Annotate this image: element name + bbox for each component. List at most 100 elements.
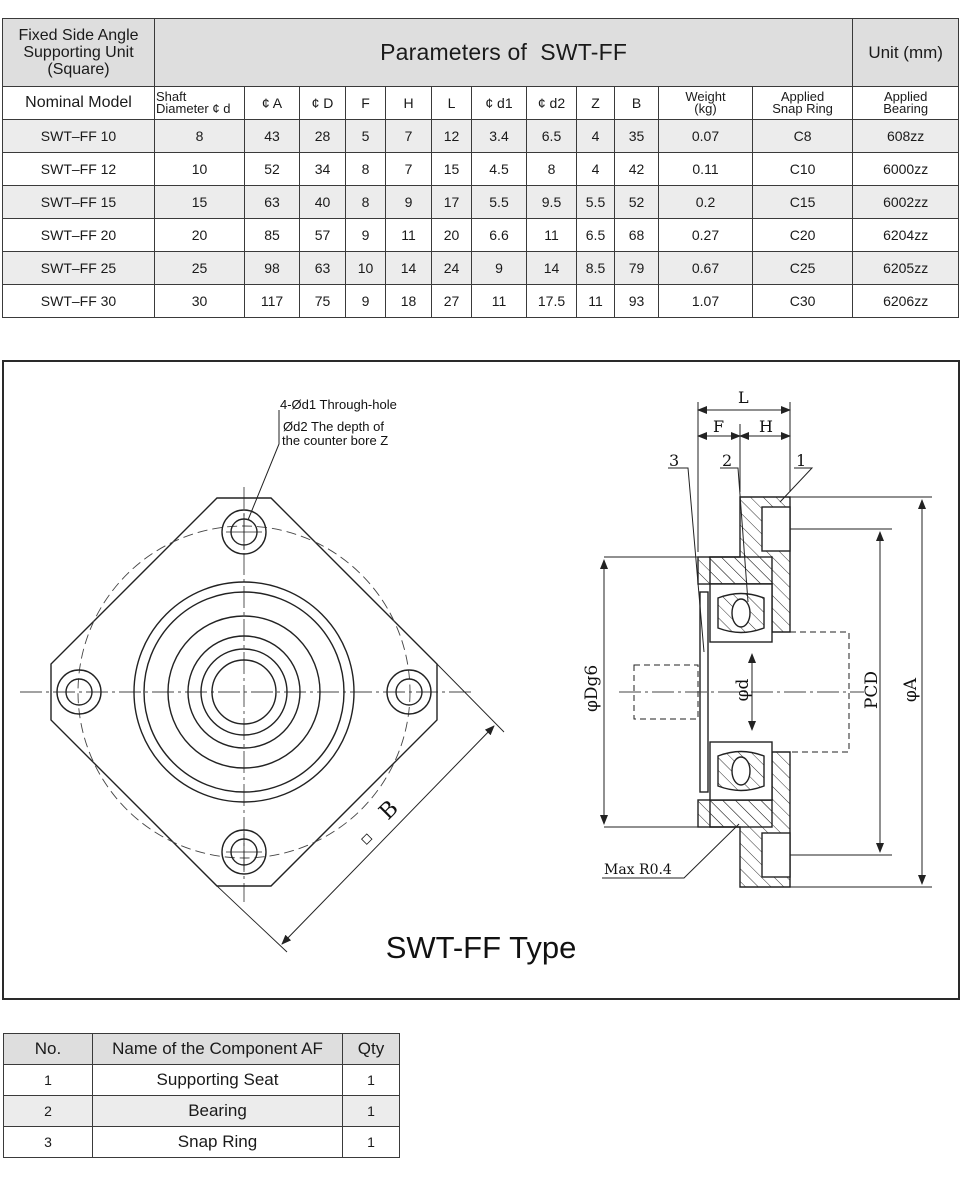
col-header-bearing-line: Applied	[883, 89, 928, 104]
col-header-H: H	[385, 86, 432, 120]
label-f: F	[713, 417, 725, 436]
spec-cell: C15	[751, 185, 854, 219]
spec-cell: 9	[385, 185, 432, 219]
bearing-top	[709, 583, 773, 643]
spec-cell: 117	[244, 284, 300, 318]
callout-2: 2	[722, 451, 733, 470]
spec-cell: 14	[526, 251, 577, 285]
col-header-bearing: Applied Bearing	[852, 86, 960, 120]
section-dimensions	[600, 402, 932, 888]
model-cell: SWT–FF 12	[2, 152, 155, 186]
bolt-hole-top	[221, 509, 267, 555]
bearing-ring-outer	[167, 615, 321, 769]
spec-cell: 9	[345, 218, 386, 252]
spec-cell: 17	[431, 185, 472, 219]
spec-cell: C30	[751, 284, 854, 318]
bolt-hole-bottom	[221, 829, 267, 875]
housing-ring	[143, 591, 345, 793]
counterbore-top	[761, 506, 791, 552]
spec-cell: 608zz	[852, 119, 960, 153]
column-header-row: Nominal Model Shaft Diameter ¢ d ¢ A ¢ D…	[2, 86, 960, 120]
spec-cell: 17.5	[526, 284, 577, 318]
hole-note-line: 4-Ød1 Through-hole	[280, 397, 397, 412]
spec-cell: 6204zz	[852, 218, 960, 252]
components-header-no: No.	[3, 1033, 93, 1065]
callout-leader-3	[668, 467, 705, 653]
component-qty: 1	[342, 1095, 400, 1127]
col-header-A: ¢ A	[244, 86, 300, 120]
bearing-ring	[187, 635, 301, 749]
spec-cell: 43	[244, 119, 300, 153]
drawing-caption: SWT-FF Type	[385, 930, 577, 965]
square-symbol: ◇	[361, 829, 373, 847]
spec-cell: 15	[154, 185, 245, 219]
spec-cell: 52	[614, 185, 659, 219]
col-header-snap-ring: Applied Snap Ring	[751, 86, 854, 120]
spec-cell: 63	[244, 185, 300, 219]
corner-title-line: (Square)	[47, 61, 110, 78]
col-header-shaft-line: Diameter ¢ d	[156, 101, 231, 116]
spec-cell: 6.5	[526, 119, 577, 153]
spec-cell: 1.07	[658, 284, 753, 318]
callout-1: 1	[796, 451, 807, 470]
spec-cell: 4.5	[471, 152, 527, 186]
spec-cell: 9	[471, 251, 527, 285]
callout-3: 3	[669, 451, 680, 470]
radius-leader	[602, 823, 740, 879]
spec-cell: 3.4	[471, 119, 527, 153]
spec-cell: 42	[614, 152, 659, 186]
spec-cell: 6206zz	[852, 284, 960, 318]
component-no: 2	[3, 1095, 93, 1127]
spec-cell: 11	[576, 284, 615, 318]
label-max-radius: Max R0.4	[604, 862, 672, 878]
component-name: Bearing	[92, 1095, 343, 1127]
spec-cell: 11	[526, 218, 577, 252]
col-header-shaft-line: Shaft	[156, 89, 187, 104]
col-header-bearing-line: Bearing	[883, 101, 929, 116]
spec-cell: 4	[576, 119, 615, 153]
technical-drawing	[20, 402, 932, 953]
drawing-frame: 4-Ød1 Through-hole Ød2 The depth of the …	[2, 360, 960, 1000]
col-header-Z: Z	[576, 86, 615, 120]
label-pcd: PCD	[862, 670, 882, 710]
spec-cell: 5	[345, 119, 386, 153]
spec-cell: 7	[385, 119, 432, 153]
component-name: Snap Ring	[92, 1126, 343, 1158]
extension-line-b-2	[216, 885, 288, 953]
component-name: Supporting Seat	[92, 1064, 343, 1096]
spec-cell: 0.67	[658, 251, 753, 285]
model-cell: SWT–FF 10	[2, 119, 155, 153]
hole-note-line: Ød2 The depth of	[283, 419, 384, 434]
component-qty: 1	[342, 1126, 400, 1158]
bearing-bottom	[709, 741, 773, 801]
corner-title: Fixed Side Angle Supporting Unit (Square…	[2, 18, 155, 87]
spec-cell: 6.5	[576, 218, 615, 252]
col-header-d1: ¢ d1	[471, 86, 527, 120]
spec-cell: 20	[154, 218, 245, 252]
housing-ring-outer	[133, 581, 355, 803]
bolt-hole-right	[386, 669, 432, 715]
col-header-B: B	[614, 86, 659, 120]
col-header-F: F	[345, 86, 386, 120]
spec-cell: 9	[345, 284, 386, 318]
spec-cell: 0.2	[658, 185, 753, 219]
spec-cell: 11	[471, 284, 527, 318]
spec-cell: 11	[385, 218, 432, 252]
component-qty: 1	[342, 1064, 400, 1096]
col-header-d2: ¢ d2	[526, 86, 577, 120]
callout-leader-2	[720, 467, 749, 603]
bolt-hole-left	[56, 669, 102, 715]
spec-cell: 8	[345, 152, 386, 186]
col-header-nominal: Nominal Model	[2, 86, 155, 120]
spec-cell: 6205zz	[852, 251, 960, 285]
spec-cell: C8	[751, 119, 854, 153]
spec-cell: 93	[614, 284, 659, 318]
spec-cell: 10	[154, 152, 245, 186]
